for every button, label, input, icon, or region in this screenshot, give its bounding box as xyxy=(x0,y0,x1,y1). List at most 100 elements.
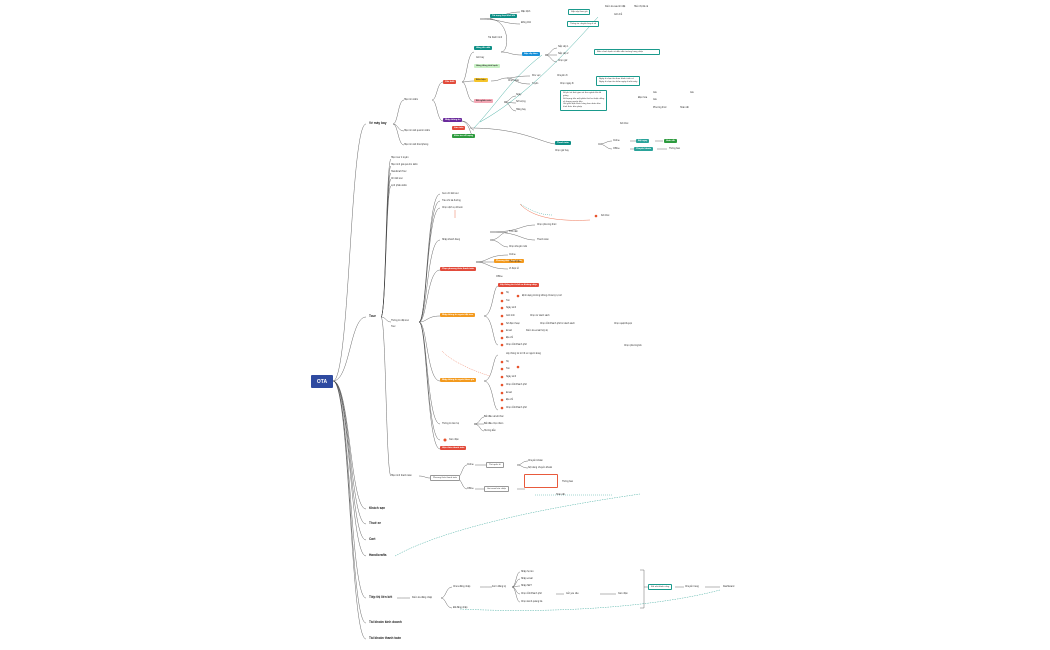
flight-lam-tron[interactable]: Làm tròn xyxy=(452,126,466,131)
flight-tuyen: Tuyến xyxy=(532,83,539,85)
flight-can-thiet[interactable]: Cần thiết xyxy=(443,80,457,85)
tour-list-a-4: Số điện thoại xyxy=(506,323,520,325)
tour-item-1[interactable]: Hiện tính giá quá tìm kiếm xyxy=(391,164,418,166)
tour-lh-2: Hướng dẫn xyxy=(484,430,496,432)
flight-chuyen-khoan[interactable]: Chuyển khoản xyxy=(634,147,654,152)
tour-chon-pt: Chọn phương thức xyxy=(537,224,557,226)
tour-nhap-khach[interactable]: Nhập khách hàng xyxy=(442,239,461,241)
tour-item-2[interactable]: Handicraft Tour xyxy=(391,171,407,173)
flight-top-2[interactable]: Sắp xếp theo giá xyxy=(568,9,591,16)
flight-nhap-thong-tin[interactable]: Nhập thông tin xyxy=(443,118,463,123)
tour-item-7[interactable]: Hiện tính thanh toán xyxy=(391,475,412,477)
tour-pay-offline: Offline xyxy=(496,276,503,278)
tour-side-a-2: Chọn tỉnh/thành phố từ danh sách xyxy=(540,323,575,325)
flight-khu-vuc: Khu vực xyxy=(532,75,541,77)
aff-field-4: Chọn kênh quảng bá xyxy=(521,601,543,603)
node-khach-san[interactable]: Khách sạn xyxy=(369,506,386,510)
flight-tim-kiem[interactable]: Hiện tìm kiếm xyxy=(404,99,419,101)
flight-chon-gio-bay: Chọn giờ bay xyxy=(555,150,569,152)
tour-item-0[interactable]: Hiện tour ít tuyến xyxy=(391,157,409,159)
tour-list-a-7: Chọn tỉnh/thành phố xyxy=(506,344,527,346)
tour-item-5[interactable]: Thông tin đặt tour xyxy=(391,320,410,322)
flight-tai-trong[interactable]: Tải trọng lượt khứ hồi xyxy=(490,14,518,19)
tour-pay-offline-2: Offline xyxy=(467,488,474,490)
tour-ket-thuc: Kết thúc xyxy=(601,215,610,217)
tour-xem-chi-tiet[interactable]: Xem chi tiết tour xyxy=(442,193,459,195)
flight-thong-tin[interactable]: Thông tin chuyến bay đi về xyxy=(567,21,600,28)
flight-top-5: Giữ chỗ xyxy=(614,14,623,16)
tour-orange2[interactable]: Nhập thông tin người đặt tour xyxy=(440,313,476,318)
tour-pay-box[interactable]: Phương thức thanh toán xyxy=(430,475,460,482)
tour-list-a-3: Giới tính xyxy=(506,315,515,317)
node-cart[interactable]: Cart xyxy=(369,537,376,541)
tour-pay-warning-box xyxy=(524,474,558,488)
flight-ket-thuc: Kết thúc xyxy=(620,123,629,125)
flight-hang-tot[interactable]: Hãng tốt nhất xyxy=(474,46,493,51)
flight-chi-tiet[interactable]: Hiện tìm kết thúc/phòng xyxy=(404,144,429,146)
flight-hoan-tat-box[interactable]: Hoàn tất xyxy=(664,139,677,144)
tour-red2[interactable]: Hiện thêm thanh toán xyxy=(440,446,467,451)
flight-dat-ngay[interactable]: Đặt ngay xyxy=(636,139,650,144)
tour-list-b-6: Địa chỉ xyxy=(506,399,514,401)
aff-dashboard: Dashboard xyxy=(723,586,735,588)
aff-ket-noi[interactable]: Kết nối thành công xyxy=(648,584,673,591)
flight-ngay: Ngày xyxy=(516,94,522,96)
aff-chua: Chưa đăng nhập xyxy=(453,586,471,588)
tour-pay-gui-email[interactable]: Gửi email xác nhận xyxy=(484,486,509,493)
tour-pay-noi-dung: Nội dung chuyển khoản xyxy=(528,467,553,469)
tour-orange1[interactable]: Chọn phương thức thanh toán xyxy=(440,267,476,272)
tour-chon-dich-vu[interactable]: Chọn dịch vụ đi kèm xyxy=(442,207,463,209)
aff-kiem-tra[interactable]: Kiểm tra đăng nhập xyxy=(412,597,433,599)
node-handicrafts[interactable]: Handicrafts xyxy=(369,553,387,557)
flight-gia-2: Giá xyxy=(653,99,657,101)
flight-dieu-kien[interactable]: Điều kiện xyxy=(474,78,488,83)
flight-note-c4: số lượng người đến xyxy=(563,100,583,103)
tour-pay-chuyen-khoan: Chuyển khoản xyxy=(528,460,543,462)
flight-ket-qua[interactable]: Hiện tìm kết quả tìm kiếm xyxy=(404,130,431,132)
tour-red1[interactable]: Lấy thông tin từ hồ sơ đường chép xyxy=(498,283,539,288)
tour-side-a-4: Kiểm tra email hợp lệ xyxy=(526,330,548,332)
tour-item-6[interactable]: Tour xyxy=(391,326,396,328)
aff-gui: Gửi yêu cầu xyxy=(566,593,579,595)
node-ve-may-bay[interactable]: Vé máy bay xyxy=(369,121,387,125)
tour-side-a-0: Định dạng trường không chứa ký tự số xyxy=(522,295,562,297)
aff-xac-nhan: Xác nhận xyxy=(618,593,628,595)
flight-kiem-tra[interactable]: Kiểm tra số lượng xyxy=(452,134,475,139)
flight-thanh-toan[interactable]: Thanh toán xyxy=(555,141,571,146)
node-tour[interactable]: Tour xyxy=(369,314,376,318)
tour-lien-he[interactable]: Thông tin liên hệ xyxy=(442,423,459,425)
tour-list-b-1: Họ xyxy=(506,361,509,363)
node-thue-xe[interactable]: Thuê xe xyxy=(369,521,382,525)
node-tai-khoan-kinh-doanh[interactable]: Tài khoản kinh doanh xyxy=(369,620,402,624)
flight-chon-ngay-2: Chọn ngày đi xyxy=(560,83,574,85)
flight-small-label: Tải hành trình xyxy=(488,37,503,39)
flight-note-c6: hình thức bàn phép xyxy=(563,106,582,109)
root-node-ota[interactable]: OTA xyxy=(311,375,333,388)
node-tiep-thi-lien-ket[interactable]: Tiếp thị liên kết xyxy=(369,595,393,599)
flight-so-luong: Số lượng xyxy=(516,101,526,103)
tour-lh-0: Bắt đầu và kết thúc xyxy=(484,416,504,418)
flight-sap-xep[interactable]: Sắp xếp theo xyxy=(522,52,540,57)
flight-chon-gio: Chọn giờ xyxy=(558,60,568,62)
flight-note-c5: Ghi giữa bạn khác hàng hơn đoàn hàn xyxy=(563,103,601,106)
flight-note-b: Ngày đi chọn tìm theo hành trình có Ngày… xyxy=(596,76,641,86)
tour-list-a-0: Họ xyxy=(506,292,509,294)
tour-item-3[interactable]: Chi tiết tour xyxy=(391,178,403,180)
flight-hang-le[interactable]: Hàng đóng tính hạch xyxy=(474,64,500,69)
tour-orange3[interactable]: Nhập thông tin người tham gia xyxy=(440,378,477,383)
flight-gia-3: Giá xyxy=(690,92,694,94)
node-tai-khoan-thanh-toan[interactable]: Tài khoản thanh toán xyxy=(369,636,402,640)
flight-da-nghien-cuu[interactable]: Đã nghiên cứu xyxy=(474,99,494,104)
flight-top-1: Mặc định xyxy=(521,11,531,13)
flight-dong-thoi: Đồng thời xyxy=(521,22,532,24)
tour-list-b-2: Tên xyxy=(506,368,510,370)
tour-list-b-0: Lấy thông tin từ hồ sơ người dùng xyxy=(506,353,541,355)
flight-note-c: Sẽ phí và thời gian và thu ngành khi đã … xyxy=(560,90,608,112)
tour-tieu-chi[interactable]: Tiêu chí tài đường xyxy=(442,200,461,202)
flight-chuyen-di: Chuyến đi xyxy=(557,75,568,77)
tour-pay-pt[interactable]: Phương thức thanh toán xyxy=(494,259,524,264)
tour-item-4[interactable]: Lịch phiếu kiếm xyxy=(391,185,407,187)
tour-pay-the-qt[interactable]: Thẻ quốc tế xyxy=(486,462,504,469)
aff-chuyen-trang: Chuyển trang xyxy=(685,586,699,588)
